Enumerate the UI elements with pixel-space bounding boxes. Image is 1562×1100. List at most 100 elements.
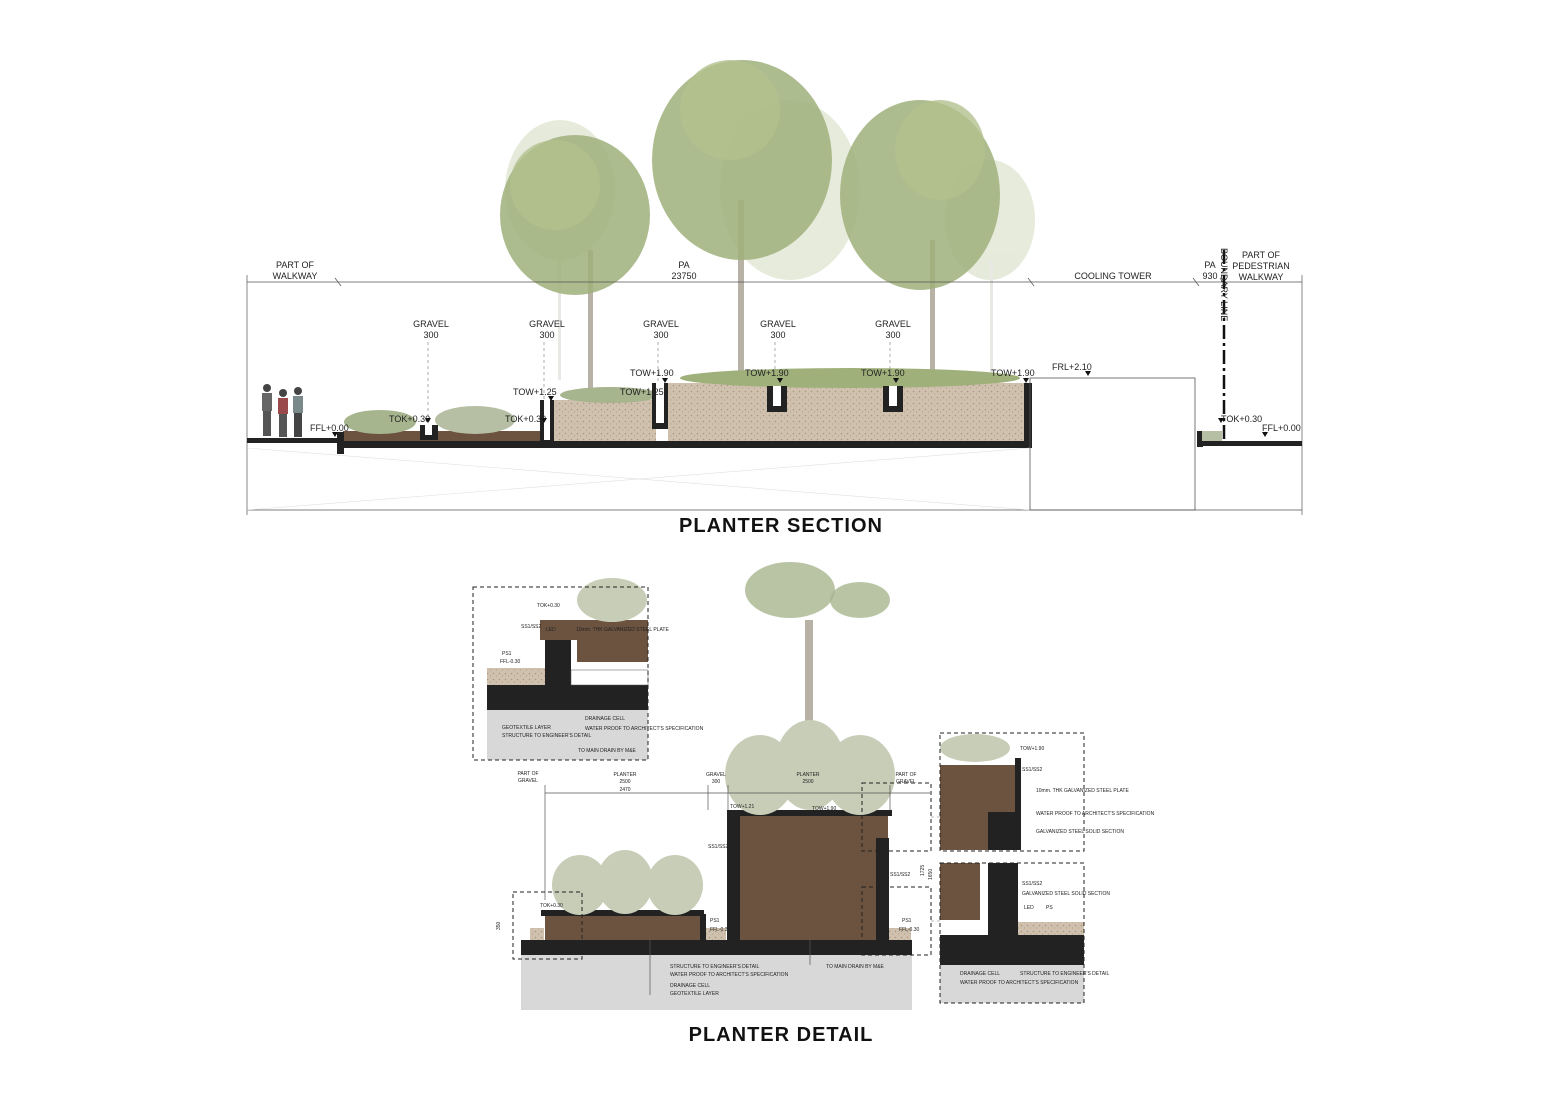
svg-text:300: 300: [653, 330, 668, 340]
svg-text:TOW+1.90: TOW+1.90: [1020, 746, 1044, 752]
detail-dimensions: PART OF GRAVEL PLANTER 2500 2470 GRAVEL …: [496, 771, 934, 933]
svg-text:300: 300: [885, 330, 900, 340]
svg-text:300: 300: [712, 779, 721, 785]
callout-box-left: [512, 891, 583, 960]
svg-text:GEOTEXTILE LAYER: GEOTEXTILE LAYER: [502, 725, 551, 731]
callout-box-top-right: [861, 782, 932, 852]
tree-3: [840, 100, 1000, 380]
svg-text:WATER PROOF TO ARCHITECT'S SPE: WATER PROOF TO ARCHITECT'S SPECIFICATION: [960, 980, 1079, 986]
tree-1: [500, 135, 650, 390]
svg-text:300: 300: [423, 330, 438, 340]
svg-text:TOW+1.25: TOW+1.25: [513, 387, 557, 397]
svg-text:10mm. THK GALVANIZED STEEL PLA: 10mm. THK GALVANIZED STEEL PLATE: [1036, 788, 1129, 794]
svg-text:TOK+0.30: TOK+0.30: [540, 903, 563, 909]
svg-text:TOW+1.90: TOW+1.90: [861, 368, 905, 378]
ffl-left-label: FFL+0.00: [310, 423, 349, 433]
svg-text:STRUCTURE TO ENGINEER'S DETAIL: STRUCTURE TO ENGINEER'S DETAIL: [1020, 971, 1110, 977]
cooling-tower-box: [1029, 377, 1196, 511]
inset-box-top-left: [472, 586, 649, 761]
svg-text:TO MAIN DRAIN BY M&E: TO MAIN DRAIN BY M&E: [826, 964, 885, 970]
svg-text:WATER PROOF TO ARCHITECT'S SPE: WATER PROOF TO ARCHITECT'S SPECIFICATION: [670, 972, 789, 978]
svg-text:GALVANIZED STEEL SOLID SECTION: GALVANIZED STEEL SOLID SECTION: [1036, 829, 1124, 835]
svg-text:FFL-0.30: FFL-0.30: [899, 927, 920, 933]
svg-text:PLANTER: PLANTER: [796, 772, 819, 778]
svg-text:TOW+1.25: TOW+1.25: [620, 387, 664, 397]
svg-text:PART OF: PART OF: [895, 772, 916, 778]
svg-text:TOW+1.90: TOW+1.90: [745, 368, 789, 378]
svg-text:GRAVEL: GRAVEL: [529, 319, 565, 329]
svg-text:TO MAIN DRAIN BY M&E: TO MAIN DRAIN BY M&E: [578, 748, 637, 754]
planter-detail-title: PLANTER DETAIL: [689, 1024, 874, 1046]
svg-text:STRUCTURE TO ENGINEER'S DETAIL: STRUCTURE TO ENGINEER'S DETAIL: [502, 733, 592, 739]
pa-dimension: 23750: [671, 271, 696, 281]
planter-detail: PART OF GRAVEL PLANTER 2500 2470 GRAVEL …: [472, 562, 1155, 1046]
svg-text:PS1: PS1: [902, 918, 912, 924]
planter-section: PART OF WALKWAY PA 23750 COOLING TOWER P…: [246, 60, 1303, 537]
svg-text:TOK+0.30: TOK+0.30: [389, 414, 430, 424]
gravel-labels: GRAVEL 300 GRAVEL 300 GRAVEL 300 GRAVEL …: [413, 319, 911, 420]
svg-text:TOK+0.30: TOK+0.30: [537, 603, 560, 609]
raised-planter: [420, 368, 1032, 448]
svg-text:GRAVEL: GRAVEL: [518, 778, 538, 784]
svg-text:1725: 1725: [920, 865, 926, 876]
svg-text:LED: LED: [1024, 905, 1034, 911]
svg-text:GEOTEXTILE LAYER: GEOTEXTILE LAYER: [670, 991, 719, 997]
low-planter-bed: [343, 406, 543, 441]
svg-text:STRUCTURE TO ENGINEER'S DETAIL: STRUCTURE TO ENGINEER'S DETAIL: [670, 964, 760, 970]
planter-section-title: PLANTER SECTION: [679, 515, 883, 537]
detail-ground: [521, 955, 912, 1010]
pa2-label: PA: [1204, 260, 1215, 270]
svg-text:2470: 2470: [619, 787, 630, 793]
pedestrian-label-2: PEDESTRIAN: [1232, 261, 1290, 271]
ffl-right-label: FFL+0.00: [1262, 423, 1301, 433]
svg-text:SS1/SS2: SS1/SS2: [521, 624, 542, 630]
svg-text:300: 300: [770, 330, 785, 340]
svg-text:TOW+1.90: TOW+1.90: [812, 806, 836, 812]
detail-low-planter: [530, 850, 726, 940]
svg-text:LED: LED: [546, 627, 556, 633]
svg-text:TOK+0.30: TOK+0.30: [505, 414, 546, 424]
svg-text:DRAINAGE CELL: DRAINAGE CELL: [960, 971, 1000, 977]
svg-text:WATER PROOF TO ARCHITECT'S SPE: WATER PROOF TO ARCHITECT'S SPECIFICATION: [1036, 811, 1155, 817]
svg-text:GEOTEXTILE LAYER: GEOTEXTILE LAYER: [1026, 953, 1075, 959]
pa-label: PA: [678, 260, 689, 270]
svg-text:SS1/SS2: SS1/SS2: [1022, 881, 1043, 887]
svg-text:TOW+1.90: TOW+1.90: [991, 368, 1035, 378]
svg-text:TOW+1.21: TOW+1.21: [730, 804, 754, 810]
detail-notes: STRUCTURE TO ENGINEER'S DETAIL WATER PRO…: [649, 940, 885, 997]
pedestrians: [262, 384, 303, 437]
svg-text:PLANTER: PLANTER: [613, 772, 636, 778]
svg-text:SS1/SS2: SS1/SS2: [1022, 767, 1043, 773]
svg-text:GRAVEL: GRAVEL: [896, 779, 916, 785]
svg-text:GALVANIZED STEEL SOLID SECTION: GALVANIZED STEEL SOLID SECTION: [1022, 891, 1110, 897]
inset-bottom-right: SS1/SS2 GALVANIZED STEEL SOLID SECTION L…: [940, 863, 1110, 1003]
svg-text:350: 350: [496, 921, 502, 930]
boundary-line-label: BOUNDARY LINE: [1219, 248, 1229, 321]
inset-top-left: TOK+0.30 LED 10mm. THK GALVANIZED STEEL …: [487, 578, 704, 760]
svg-text:DRAINAGE CELL: DRAINAGE CELL: [585, 716, 625, 722]
svg-text:SS1/SS2: SS1/SS2: [890, 872, 911, 878]
detail-tree: [745, 562, 890, 780]
svg-text:2500: 2500: [619, 779, 630, 785]
level-callouts: FFL+0.00 TOK+0.30 TOK+0.30 TOW+1.25 TOW+…: [310, 362, 1301, 437]
svg-text:GRAVEL: GRAVEL: [706, 772, 726, 778]
ground-slab: [246, 431, 1302, 511]
svg-text:GRAVEL: GRAVEL: [875, 319, 911, 329]
pa2-dimension: 930: [1202, 271, 1217, 281]
svg-text:GRAVEL: GRAVEL: [643, 319, 679, 329]
walkway-left-label-2: WALKWAY: [273, 271, 318, 281]
inset-top-right: TOW+1.90 SS1/SS2 10mm. THK GALVANIZED ST…: [940, 734, 1155, 850]
svg-text:PS1: PS1: [502, 651, 512, 657]
svg-text:10mm. THK GALVANIZED STEEL PLA: 10mm. THK GALVANIZED STEEL PLATE: [576, 627, 669, 633]
cooling-tower-label: COOLING TOWER: [1074, 271, 1152, 281]
svg-text:GRAVEL: GRAVEL: [413, 319, 449, 329]
frl-label: FRL+2.10: [1052, 362, 1092, 372]
svg-text:GRAVEL: GRAVEL: [760, 319, 796, 329]
svg-text:PART OF: PART OF: [517, 771, 538, 777]
svg-text:PS1: PS1: [710, 918, 720, 924]
callout-box-bottom-right: [861, 886, 932, 956]
svg-text:TOW+1.90: TOW+1.90: [630, 368, 674, 378]
pedestrian-label-1: PART OF: [1242, 250, 1281, 260]
svg-text:TOK+0.30: TOK+0.30: [1221, 414, 1262, 424]
